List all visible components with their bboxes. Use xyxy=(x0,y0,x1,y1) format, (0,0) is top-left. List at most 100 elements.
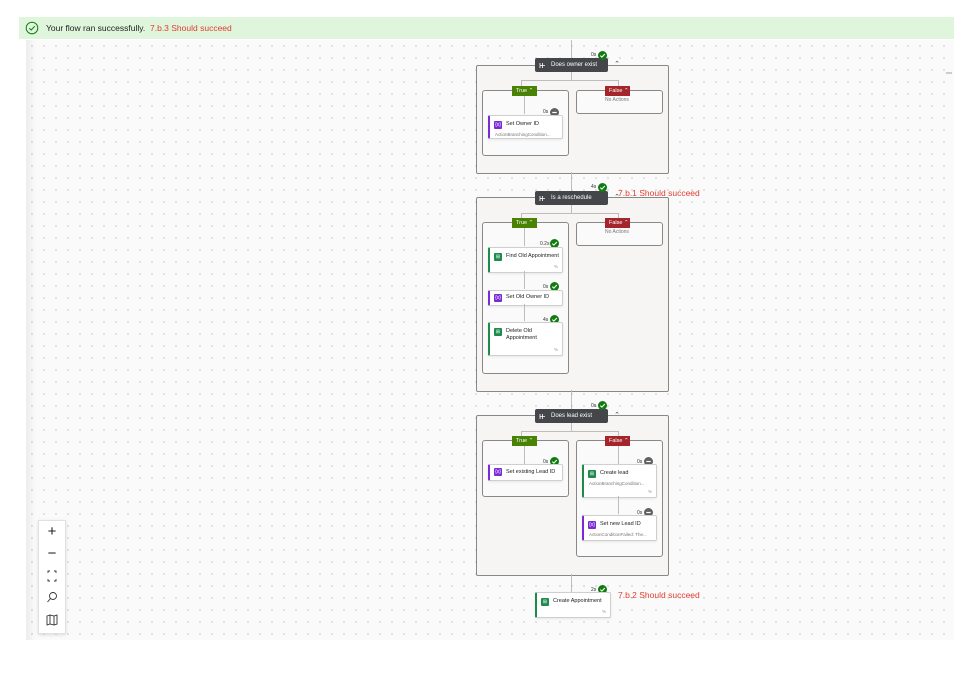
annotation-label: 7.b.1 Should succeed xyxy=(618,188,700,198)
connector xyxy=(618,431,619,436)
action-card-set-new-lead-id[interactable]: {x} Set new Lead ID ActionConditionFaile… xyxy=(582,515,657,541)
connector xyxy=(618,213,619,218)
zoom-controls: + − xyxy=(38,520,66,634)
search-icon xyxy=(39,592,65,613)
run-status-banner: Your flow ran successfully. xyxy=(19,17,954,39)
variable-icon: {x} xyxy=(494,121,502,129)
connector xyxy=(618,496,619,514)
action-status-text: ActionBranchingCondition... xyxy=(495,132,551,137)
duration-label: 0s xyxy=(637,459,643,465)
false-branch-tag[interactable]: False ⌃ xyxy=(605,436,630,446)
true-branch-tag[interactable]: True ⌃ xyxy=(512,86,537,96)
action-title: Create Appointment xyxy=(553,598,602,604)
success-status-icon xyxy=(598,183,607,192)
condition-title: Does owner exist xyxy=(551,62,598,68)
duration-label: 0s xyxy=(637,510,643,516)
variable-icon: {x} xyxy=(494,468,502,476)
dataverse-icon: ⊞ xyxy=(541,598,549,606)
duration-label: 0.2s xyxy=(540,241,550,247)
annotation-label: 7.b.2 Should succeed xyxy=(618,590,700,600)
scrollbar-thumb[interactable] xyxy=(946,72,952,74)
connector xyxy=(524,271,525,289)
action-card-find-old-appointment[interactable]: ⊞ Find Old Appointment % xyxy=(488,247,563,273)
duration-label: 0s xyxy=(543,459,549,465)
link-icon: % xyxy=(553,264,558,269)
link-icon: % xyxy=(601,609,606,614)
connector xyxy=(524,96,525,114)
action-card-create-lead[interactable]: ⊞ Create lead ActionBranchingCondition..… xyxy=(582,464,657,498)
link-icon: % xyxy=(647,489,652,494)
connector xyxy=(571,574,572,592)
dataverse-icon: ⊞ xyxy=(494,253,502,261)
action-title: Create lead xyxy=(600,470,629,476)
duration-label: 0s xyxy=(591,52,597,58)
connector xyxy=(571,423,572,431)
connector xyxy=(524,228,525,246)
false-branch-tag[interactable]: False ⌃ xyxy=(605,86,630,96)
chevron-up-icon[interactable]: ⌃ xyxy=(614,61,620,68)
minimap-button[interactable] xyxy=(39,609,65,631)
action-title: Set new Lead ID xyxy=(600,521,641,527)
success-status-icon xyxy=(550,239,559,248)
no-actions-label: No Actions xyxy=(605,229,629,235)
zoom-out-button[interactable]: − xyxy=(47,545,57,562)
canvas-edge xyxy=(26,40,36,640)
chevron-up-icon[interactable]: ⌃ xyxy=(614,412,620,419)
condition-header-owner[interactable]: Does owner exist ⌃ xyxy=(535,58,620,72)
true-label: True xyxy=(516,220,528,226)
variable-icon: {x} xyxy=(588,521,596,529)
false-label: False xyxy=(609,438,623,444)
zoom-in-button[interactable]: + xyxy=(47,523,57,540)
action-card-set-existing-lead-id[interactable]: {x} Set existing Lead ID xyxy=(488,464,563,481)
connector xyxy=(618,80,619,86)
action-card-set-old-owner-id[interactable]: {x} Set Old Owner ID xyxy=(488,290,563,306)
connector xyxy=(571,205,572,213)
success-status-icon xyxy=(550,315,559,324)
search-button[interactable] xyxy=(39,587,65,609)
dataverse-icon: ⊞ xyxy=(494,328,502,336)
true-branch-tag[interactable]: True ⌃ xyxy=(512,436,537,446)
link-icon: % xyxy=(553,347,558,352)
connector xyxy=(521,80,618,81)
variable-icon: {x} xyxy=(494,294,502,302)
connector xyxy=(521,431,522,436)
map-icon xyxy=(39,614,65,635)
skipped-status-icon xyxy=(644,457,653,466)
success-status-icon xyxy=(550,282,559,291)
no-actions-label: No Actions xyxy=(605,97,629,103)
condition-icon xyxy=(539,61,546,68)
connector xyxy=(571,72,572,80)
action-title: Set Owner ID xyxy=(506,121,540,127)
false-label: False xyxy=(609,220,623,226)
condition-icon xyxy=(539,412,546,419)
connector xyxy=(521,213,618,214)
false-branch-tag[interactable]: False ⌃ xyxy=(605,218,630,228)
action-title: Set existing Lead ID xyxy=(506,469,556,475)
condition-header-reschedule[interactable]: Is a reschedule ⌃ xyxy=(535,191,620,205)
true-branch-tag[interactable]: True ⌃ xyxy=(512,218,537,228)
duration-label: 2s xyxy=(591,587,597,593)
condition-icon xyxy=(539,194,546,201)
connector xyxy=(521,80,522,86)
true-label: True xyxy=(516,88,528,94)
condition-title: Is a reschedule xyxy=(551,195,592,201)
chevron-up-icon[interactable]: ⌃ xyxy=(614,194,620,201)
false-label: False xyxy=(609,88,623,94)
duration-label: 0s xyxy=(591,403,597,409)
action-title: Set Old Owner ID xyxy=(506,294,550,300)
action-card-delete-old-appointment[interactable]: ⊞ Delete Old Appointment % xyxy=(488,322,563,356)
connector xyxy=(571,172,572,191)
condition-header-lead[interactable]: Does lead exist ⌃ xyxy=(535,409,620,423)
condition-title: Does lead exist xyxy=(551,413,593,419)
duration-label: 0s xyxy=(543,284,549,290)
action-title: Delete Old Appointment xyxy=(506,328,537,341)
fit-view-button[interactable] xyxy=(39,565,65,587)
connector xyxy=(618,446,619,464)
success-status-icon xyxy=(598,401,607,410)
duration-label: 4s xyxy=(591,184,597,190)
action-card-create-appointment[interactable]: ⊞ Create Appointment % xyxy=(535,592,611,618)
true-label: True xyxy=(516,438,528,444)
action-card-set-owner-id[interactable]: {x} Set Owner ID ActionBranchingConditio… xyxy=(488,115,563,139)
connector xyxy=(524,304,525,321)
action-status-text: ActionConditionFailed: The... xyxy=(589,532,647,537)
